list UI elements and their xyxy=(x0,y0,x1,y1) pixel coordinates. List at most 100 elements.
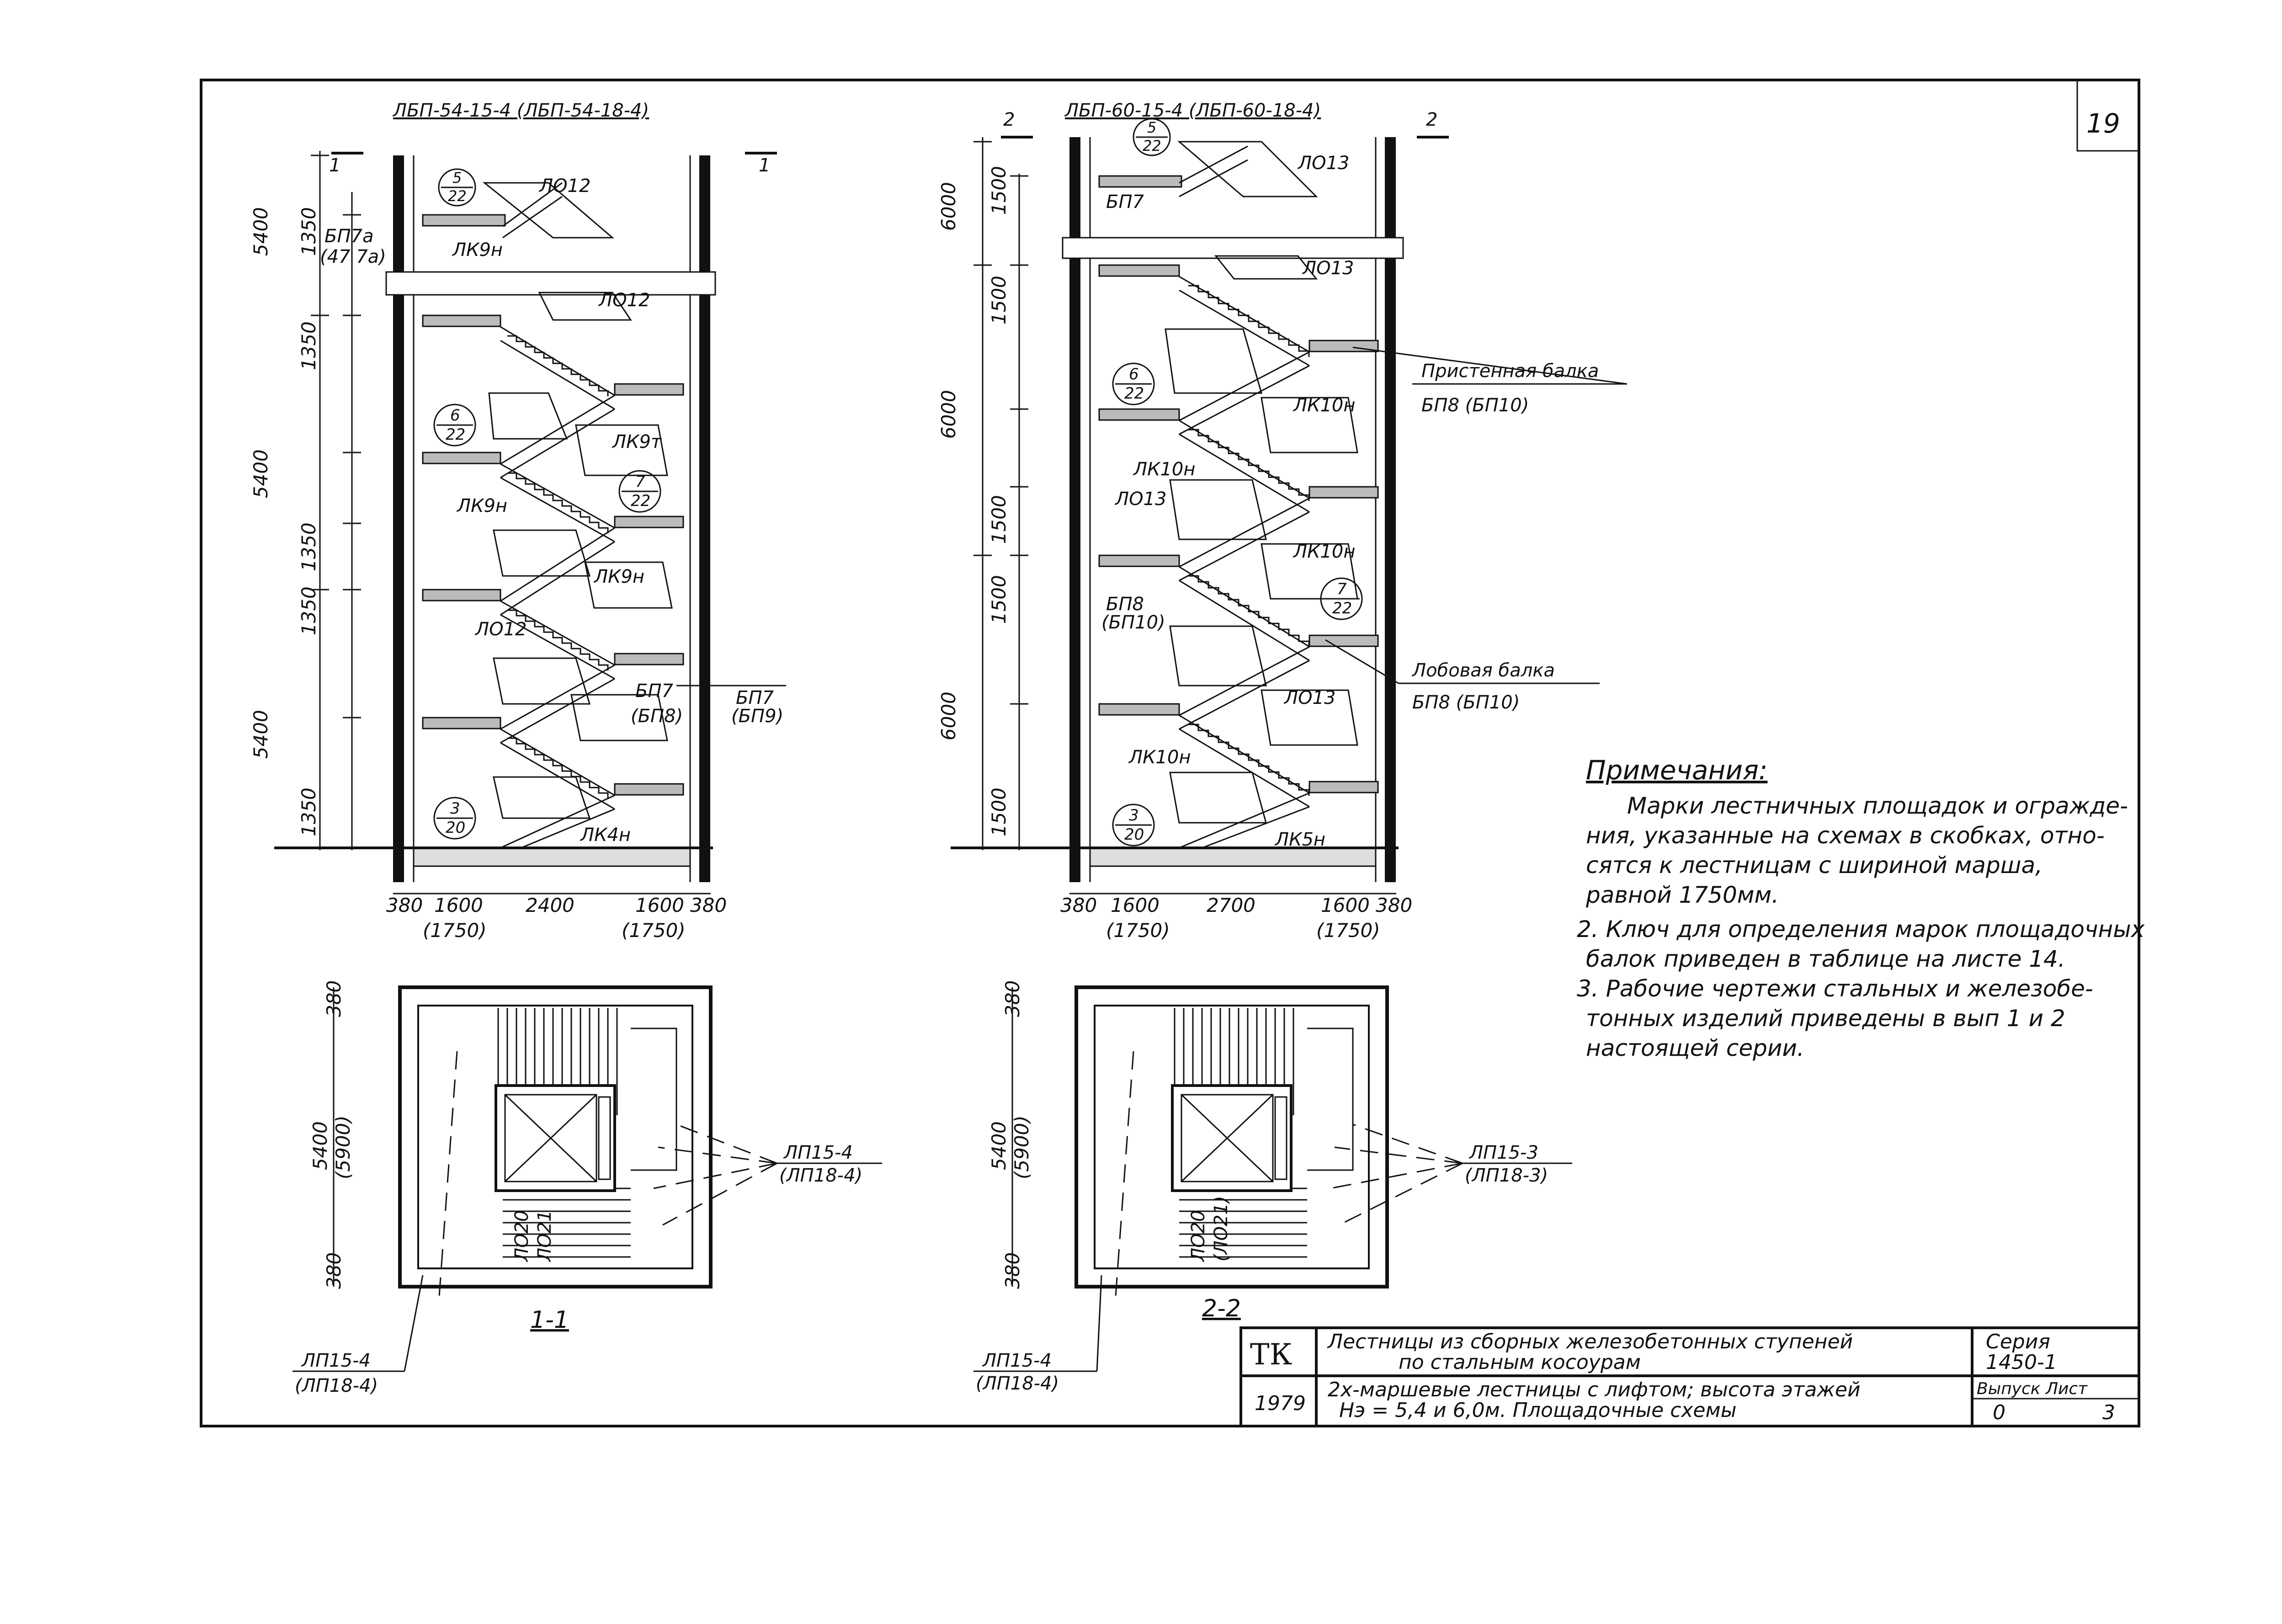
right-break-band xyxy=(1062,237,1404,259)
left-step-teeth xyxy=(507,335,609,799)
plan-2-leader-top: ЛП15-3 xyxy=(1468,1142,1538,1163)
right-circle-4: 3 20 xyxy=(1112,804,1155,847)
right-circle-3: 7 22 xyxy=(1320,577,1363,620)
plan-2-dim-2: 5400 xyxy=(988,1121,1010,1170)
notes-block: Примечания: Марки лестничных площадок и … xyxy=(1577,755,2145,1061)
left-circle-4-top: 3 xyxy=(450,799,460,818)
plan-2-dim-4: 380 xyxy=(1001,1252,1024,1289)
plan-1-leader-top: ЛП15-4 xyxy=(783,1142,853,1163)
right-dim-ticks xyxy=(973,141,1028,849)
left-circle-1: 5 22 xyxy=(438,168,476,207)
right-circle-3-bottom: 22 xyxy=(1332,599,1352,618)
right-level-2: 6000 xyxy=(937,390,960,439)
right-bottom-dim-alt-2: (1750) xyxy=(1316,919,1380,942)
right-circle-1: 5 22 xyxy=(1133,118,1171,156)
right-callout-6: ЛО13 xyxy=(1114,489,1166,510)
left-stair-flights xyxy=(482,182,673,849)
left-circle-4-bottom: 20 xyxy=(446,819,465,837)
right-sublevel-2: 1500 xyxy=(988,276,1010,325)
right-callout-2: БП7 xyxy=(1106,192,1144,213)
plan-2-title: 2-2 xyxy=(1202,1295,1241,1322)
plan-1-inner-2: ЛО21 xyxy=(534,1210,555,1262)
title-desc-1: 2х-маршевые лестницы с лифтом; высота эт… xyxy=(1328,1378,1861,1401)
left-bottom-dim-alt-2: (1750) xyxy=(622,919,686,942)
left-level-1: 5400 xyxy=(250,207,272,256)
plan-2-lift-car xyxy=(1181,1094,1274,1182)
left-ground-slab xyxy=(413,847,691,867)
left-sublevel-1: 1350 xyxy=(298,207,320,256)
plan-2-foot-bottom: (ЛП18-4) xyxy=(976,1373,1059,1394)
plan-2-leaders xyxy=(1114,1051,1463,1303)
sheet-number-box xyxy=(2076,80,2139,152)
right-bottom-dim-2: 1600 xyxy=(1111,894,1160,916)
wall-beam-mark: БП8 (БП10) xyxy=(1421,395,1529,416)
right-cut-mark-a: 2 xyxy=(1003,109,1015,130)
left-bottom-dim-alt-1: (1750) xyxy=(423,919,487,942)
plan-1-dim-4: 380 xyxy=(323,1252,345,1289)
left-circle-4: 3 20 xyxy=(433,797,476,840)
left-bottom-dim-3: 2400 xyxy=(526,894,574,916)
notes-line-6: балок приведен в таблице на листе 14. xyxy=(1586,946,2065,972)
left-bottom-dim-1: 380 xyxy=(386,894,423,916)
plan-2-inner-2: (ЛО21) xyxy=(1211,1196,1232,1262)
left-landings xyxy=(422,214,684,796)
plan-1-dim-1: 380 xyxy=(323,980,345,1017)
left-cut-mark-b: 1 xyxy=(759,155,770,176)
plan-2-lift-diag-b xyxy=(1181,1094,1274,1182)
right-wall-left xyxy=(1069,137,1080,882)
right-sublevel-1: 1500 xyxy=(988,166,1010,215)
left-callout-9: ЛО12 xyxy=(474,619,527,640)
left-circle-2-top: 6 xyxy=(450,406,460,425)
left-callout-5: ЛО12 xyxy=(598,290,650,311)
left-callout-12: БП7 xyxy=(736,687,774,708)
plan-1-inner-1: ЛО20 xyxy=(511,1210,532,1262)
left-callout-8: ЛК9н xyxy=(593,566,644,587)
plan-1-foot-bottom: (ЛП18-4) xyxy=(295,1375,378,1396)
left-wall-left xyxy=(393,155,404,882)
right-callout-5: ЛК10н xyxy=(1133,459,1196,480)
title-issue-label: Выпуск Лист xyxy=(1977,1379,2088,1398)
right-circle-1-bottom: 22 xyxy=(1143,137,1161,154)
right-sublevel-5: 1500 xyxy=(988,788,1010,836)
left-callout-13: (БП9) xyxy=(731,706,783,727)
right-callout-9: (БП10) xyxy=(1101,612,1165,633)
left-callout-2: БП7а xyxy=(324,226,373,247)
right-cut-mark-b: 2 xyxy=(1426,109,1437,130)
right-callout-1: ЛО13 xyxy=(1297,153,1349,174)
plan-1-dim-3: (5900) xyxy=(332,1115,354,1179)
left-top-ref: ЛБП-54-15-4 (ЛБП-54-18-4) xyxy=(392,100,649,121)
plan-2-lift-shaft xyxy=(1171,1084,1293,1192)
left-sublevel-4: 1350 xyxy=(298,586,320,635)
plan-1-lift-counterweight xyxy=(598,1096,611,1180)
right-circle-2: 6 22 xyxy=(1112,362,1155,405)
left-level-3: 5400 xyxy=(250,710,272,759)
right-bottom-dim-4: 1600 xyxy=(1321,894,1370,916)
right-circle-2-bottom: 22 xyxy=(1124,384,1144,403)
sheet-number: 19 xyxy=(2086,108,2120,139)
plan-1-1: ЛП15-4 (ЛП18-4) ЛП15-4 (ЛП18-4) ЛО20 ЛО2… xyxy=(293,980,882,1396)
left-callout-1: ЛО12 xyxy=(538,176,590,197)
right-section: 6000 6000 6000 1500 1500 1500 1500 1500 … xyxy=(937,109,1628,942)
plan-1-foot-top: ЛП15-4 xyxy=(301,1350,371,1371)
plan-1-lift-diag-b xyxy=(504,1094,597,1182)
right-sublevel-3: 1500 xyxy=(988,495,1010,544)
left-bottom-dim-5: 380 xyxy=(690,894,727,916)
right-top-ref: ЛБП-60-15-4 (ЛБП-60-18-4) xyxy=(1064,100,1321,121)
left-callout-14: ЛК4н xyxy=(580,825,631,846)
notes-line-5: 2. Ключ для определения марок площадочны… xyxy=(1577,916,2145,942)
right-callout-11: ЛК10н xyxy=(1128,747,1191,768)
right-circle-1-top: 5 xyxy=(1147,119,1156,136)
left-wall-right xyxy=(699,155,710,882)
right-circle-4-top: 3 xyxy=(1129,806,1139,825)
left-circle-3-top: 7 xyxy=(635,473,645,491)
notes-line-9: настоящей серии. xyxy=(1586,1035,1804,1061)
notes-line-1: Марки лестничных площадок и огражде- xyxy=(1627,793,2128,819)
right-bottom-dim-1: 380 xyxy=(1060,894,1097,916)
plan-2-foot-top: ЛП15-4 xyxy=(982,1350,1052,1371)
wall-beam-leader xyxy=(1352,346,1628,385)
right-bottom-dim-3: 2700 xyxy=(1207,894,1255,916)
front-beam-mark: БП8 (БП10) xyxy=(1412,692,1520,713)
plan-1-leader-bottom: (ЛП18-4) xyxy=(779,1165,862,1186)
plan-1-title: 1-1 xyxy=(530,1306,569,1334)
right-level-1: 6000 xyxy=(937,182,960,231)
